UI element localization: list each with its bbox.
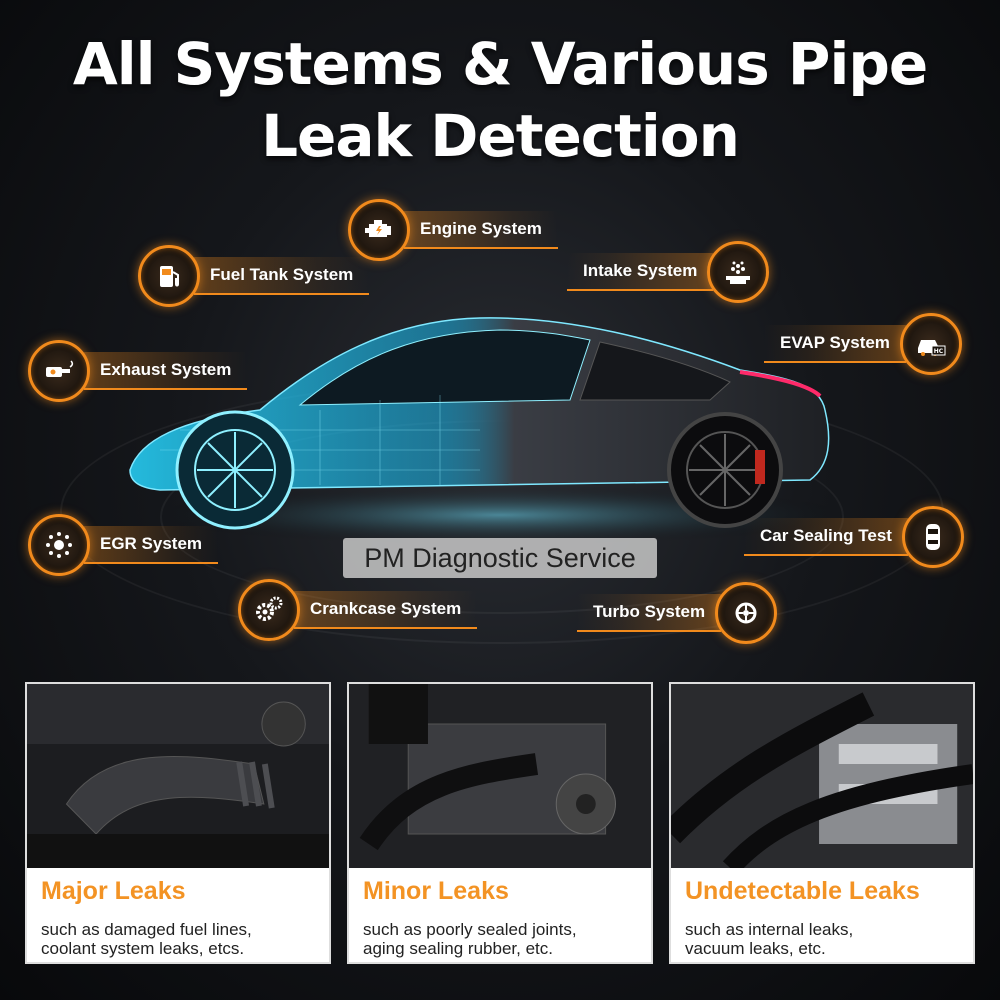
car-illustration (120, 300, 880, 560)
leak-description-line: aging sealing rubber, etc. (363, 939, 553, 958)
leak-description-line: coolant system leaks, etcs. (41, 939, 245, 958)
system-label: Crankcase System (294, 591, 478, 629)
fuel-pump-icon (138, 245, 200, 307)
leak-card-undetectable: Undetectable Leaks such as internal leak… (669, 682, 975, 964)
system-crankcase: Crankcase System (238, 579, 478, 641)
evap-badge-text: HC (934, 348, 944, 355)
system-label: Turbo System (577, 594, 722, 632)
system-intake: Intake System (567, 241, 770, 303)
leak-description-line: vacuum leaks, etc. (685, 939, 826, 958)
leak-description-line: such as poorly sealed joints, (363, 920, 577, 939)
system-label: Intake System (567, 253, 714, 291)
system-egr: EGR System (28, 514, 219, 576)
engine-bay-photo (349, 684, 651, 868)
system-car-sealing: Car Sealing Test (744, 506, 964, 568)
intake-icon (707, 241, 770, 303)
turbo-icon (715, 582, 778, 644)
engine-bay-photo (671, 684, 973, 868)
exhaust-icon (28, 340, 90, 402)
leak-description-line: such as damaged fuel lines, (41, 920, 252, 939)
system-label: EVAP System (764, 325, 906, 363)
leak-card-minor: Minor Leaks such as poorly sealed joints… (347, 682, 653, 964)
car-top-icon (901, 506, 964, 568)
headline: All Systems & Various Pipe Leak Detectio… (0, 28, 1000, 172)
system-label: Exhaust System (84, 352, 248, 390)
system-engine: Engine System (348, 199, 558, 261)
egr-icon (28, 514, 90, 576)
evap-car-icon: HC (899, 313, 962, 375)
watermark: PM Diagnostic Service (343, 538, 657, 578)
headline-line-1: All Systems & Various Pipe (72, 30, 928, 98)
system-evap: HC EVAP System (764, 313, 962, 375)
leak-card-major: Major Leaks such as damaged fuel lines, … (25, 682, 331, 964)
system-turbo: Turbo System (577, 582, 778, 644)
leak-title: Minor Leaks (363, 877, 509, 905)
leak-description: such as poorly sealed joints, aging seal… (363, 920, 648, 958)
engine-icon (348, 199, 410, 261)
system-exhaust: Exhaust System (28, 340, 248, 402)
gears-icon (238, 579, 300, 641)
system-fuel-tank: Fuel Tank System (138, 245, 370, 307)
leak-description-line: such as internal leaks, (685, 920, 854, 939)
engine-bay-photo (27, 684, 329, 868)
system-label: EGR System (84, 526, 219, 564)
system-label: Fuel Tank System (194, 257, 370, 295)
leak-description: such as damaged fuel lines, coolant syst… (41, 920, 326, 958)
leak-title: Major Leaks (41, 877, 186, 905)
leak-description: such as internal leaks, vacuum leaks, et… (685, 920, 970, 958)
system-label: Engine System (404, 211, 558, 249)
leak-title: Undetectable Leaks (685, 877, 920, 905)
headline-line-2: Leak Detection (261, 102, 740, 170)
system-label: Car Sealing Test (744, 518, 908, 556)
